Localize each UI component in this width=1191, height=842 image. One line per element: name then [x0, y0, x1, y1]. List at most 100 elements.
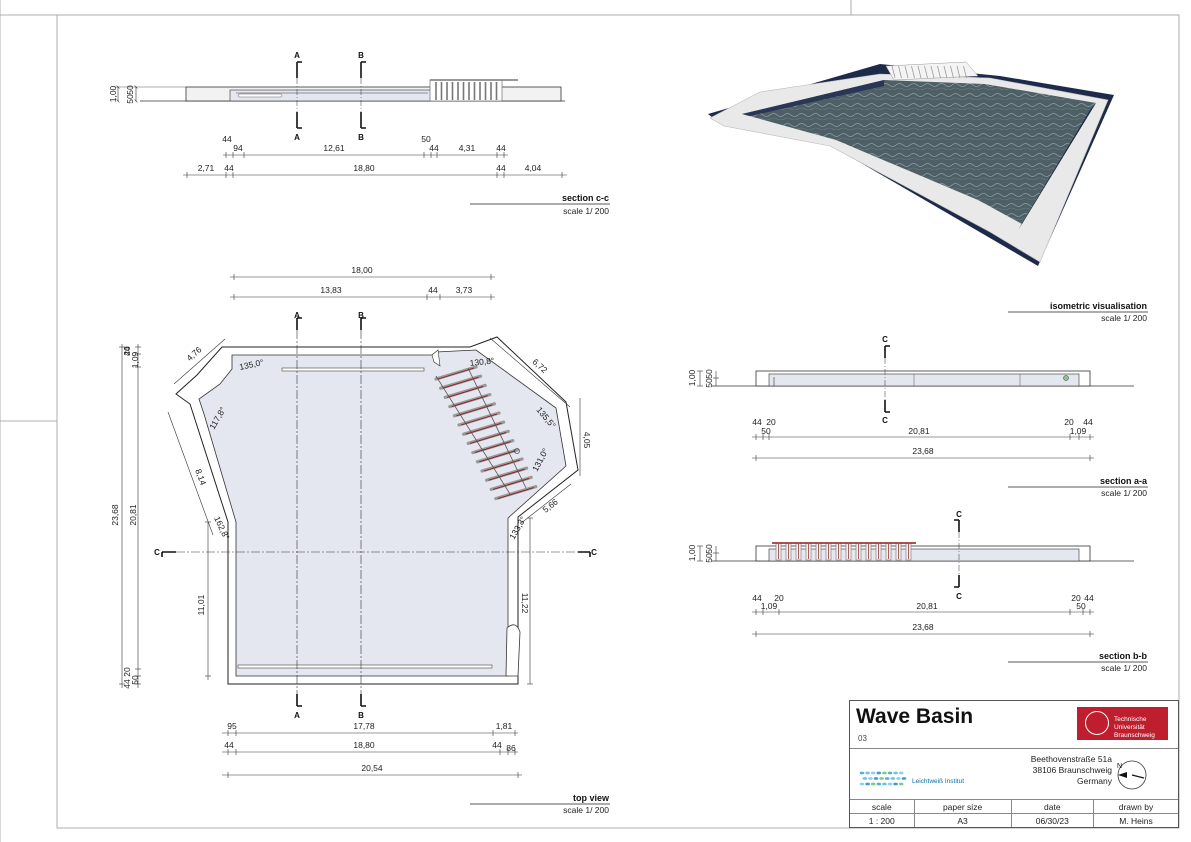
- dim-aa-109: 1,09: [1070, 426, 1087, 436]
- dim-cc-44e: 44: [496, 163, 506, 173]
- bb-cut-c-bottom: C: [956, 592, 962, 601]
- logo-dot: [870, 771, 876, 775]
- dim-left-20b: 20: [122, 667, 132, 677]
- wave-paddle-drive: [497, 487, 534, 500]
- dim-edge-405: 4,05: [582, 432, 592, 449]
- dim-aa-20a: 20: [766, 417, 776, 427]
- wave-paddle-drive: [483, 459, 521, 472]
- dim-low-181: 1,81: [496, 721, 513, 731]
- meta-value-scale: 1 : 200: [850, 813, 915, 827]
- cut-b-label-bottom: B: [358, 133, 364, 142]
- logo-dot: [898, 782, 904, 786]
- caption-top-view: top view: [573, 793, 610, 803]
- dim-left-50: 50: [130, 675, 140, 685]
- university-seal-icon: [1085, 711, 1109, 735]
- dim-top-1800: 18,00: [351, 265, 373, 275]
- dim-aa-44b: 44: [1083, 417, 1093, 427]
- dim-cc-height-upper: 50: [125, 85, 135, 95]
- dim-low-86: 86: [506, 743, 516, 753]
- dim-cc-50: 50: [421, 134, 431, 144]
- dim-aa-2081: 20,81: [908, 426, 930, 436]
- scale-isometric: scale 1/ 200: [1101, 313, 1147, 323]
- dim-aa-2368: 23,68: [912, 446, 934, 456]
- logo-dot: [865, 771, 870, 775]
- meta-header-scale: scale: [850, 799, 915, 814]
- dim-aa-height-upper: 50: [704, 369, 714, 379]
- cut-b-label-top: B: [358, 51, 364, 60]
- dim-cc-94: 94: [233, 143, 243, 153]
- wave-paddle: [956, 65, 961, 79]
- cut-a-label-bottom: A: [294, 133, 300, 142]
- dim-left-1101: 11,01: [196, 594, 206, 615]
- top-cut-c-right: C: [591, 548, 597, 557]
- caption-section-cc: section c-c: [562, 193, 609, 203]
- dim-low-95: 95: [227, 721, 237, 731]
- dim-edge-814: 8,14: [193, 467, 208, 486]
- wave-paddle: [963, 65, 967, 79]
- wave-paddle-drive: [488, 468, 525, 481]
- angle-1308: 130,8°: [469, 355, 495, 368]
- top-cut-b-bottom: B: [358, 711, 364, 720]
- logo-dot: [882, 782, 887, 786]
- institute-wave-logo-icon: [859, 771, 907, 786]
- dim-left-44a: 44: [122, 346, 132, 356]
- caption-section-bb: section b-b: [1099, 651, 1148, 661]
- meta-table: scale paper size date drawn by 1 : 200 A…: [850, 799, 1178, 827]
- logo-dot: [859, 771, 865, 775]
- section-bb-view: 1,00 50 50 C C 44 1,09 20 20,81 20 44 50…: [687, 510, 1148, 673]
- wave-paddle: [937, 65, 941, 79]
- wave-paddle: [924, 65, 928, 79]
- logo-dot: [859, 782, 865, 786]
- dim-bb-height-lower: 50: [704, 553, 714, 563]
- dim-low-44b: 44: [492, 740, 502, 750]
- dim-left-109: 1,09: [130, 351, 140, 368]
- meta-value-paper-size: A3: [914, 813, 1012, 827]
- dim-cc-404: 4,04: [525, 163, 542, 173]
- dim-bb-20a: 20: [774, 593, 784, 603]
- dim-cc-height-lower: 50: [125, 94, 135, 104]
- dim-edge-1122: 11,22: [520, 593, 530, 614]
- meta-header-drawn-by: drawn by: [1093, 799, 1178, 814]
- logo-dot: [876, 771, 882, 775]
- logo-dot: [890, 777, 896, 780]
- logo-dot: [901, 777, 907, 780]
- logo-dot: [887, 782, 893, 786]
- logo-dot: [876, 782, 882, 786]
- meta-value-date: 06/30/23: [1011, 813, 1094, 827]
- dim-cc-height-total: 1,00: [108, 85, 118, 102]
- wave-paddle-drive: [437, 367, 475, 380]
- dim-aa-50: 50: [761, 426, 771, 436]
- logo-dot: [898, 771, 904, 775]
- logo-dot: [893, 771, 898, 775]
- university-logo-text: Technische Universität Braunschweig: [1114, 716, 1155, 739]
- wave-paddle-drive: [447, 385, 484, 398]
- north-label: N: [1117, 763, 1122, 770]
- logo-dot: [879, 777, 884, 780]
- address-line: Beethovenstraße 51a: [1030, 754, 1112, 764]
- section-cc-view: 1,00 50 50 44 94 12,61 50 44 4,31 44 2,7…: [108, 51, 610, 216]
- dim-bb-50: 50: [1076, 601, 1086, 611]
- caption-section-aa: section a-a: [1100, 476, 1148, 486]
- section-aa-view: 1,00 50 50 C C 44 20 50 20,81 20 44 1,09…: [687, 335, 1148, 498]
- scale-section-cc: scale 1/ 200: [563, 206, 609, 216]
- wave-paddle: [917, 65, 922, 79]
- dim-bb-2368: 23,68: [912, 622, 934, 632]
- dim-left-2368: 23,68: [110, 504, 120, 526]
- dim-cc-44a: 44: [222, 134, 232, 144]
- top-cut-b-top: B: [358, 311, 364, 320]
- university-logo: Technische Universität Braunschweig: [1077, 707, 1168, 740]
- wave-paddle: [898, 65, 902, 79]
- logo-dot: [862, 777, 868, 780]
- dim-cc-431: 4,31: [459, 143, 476, 153]
- dim-low-1778: 17,78: [353, 721, 375, 731]
- dim-top-1383: 13,83: [320, 285, 342, 295]
- logo-dot: [896, 777, 901, 780]
- wave-paddle: [904, 65, 909, 79]
- wave-paddle-drive: [493, 477, 530, 490]
- scale-section-aa: scale 1/ 200: [1101, 488, 1147, 498]
- isometric-visualisation: isometric visualisation scale 1/ 200: [708, 61, 1148, 323]
- wave-paddle: [891, 65, 896, 79]
- sheet-number: 03: [858, 734, 867, 743]
- dim-low-1880: 18,80: [353, 740, 375, 750]
